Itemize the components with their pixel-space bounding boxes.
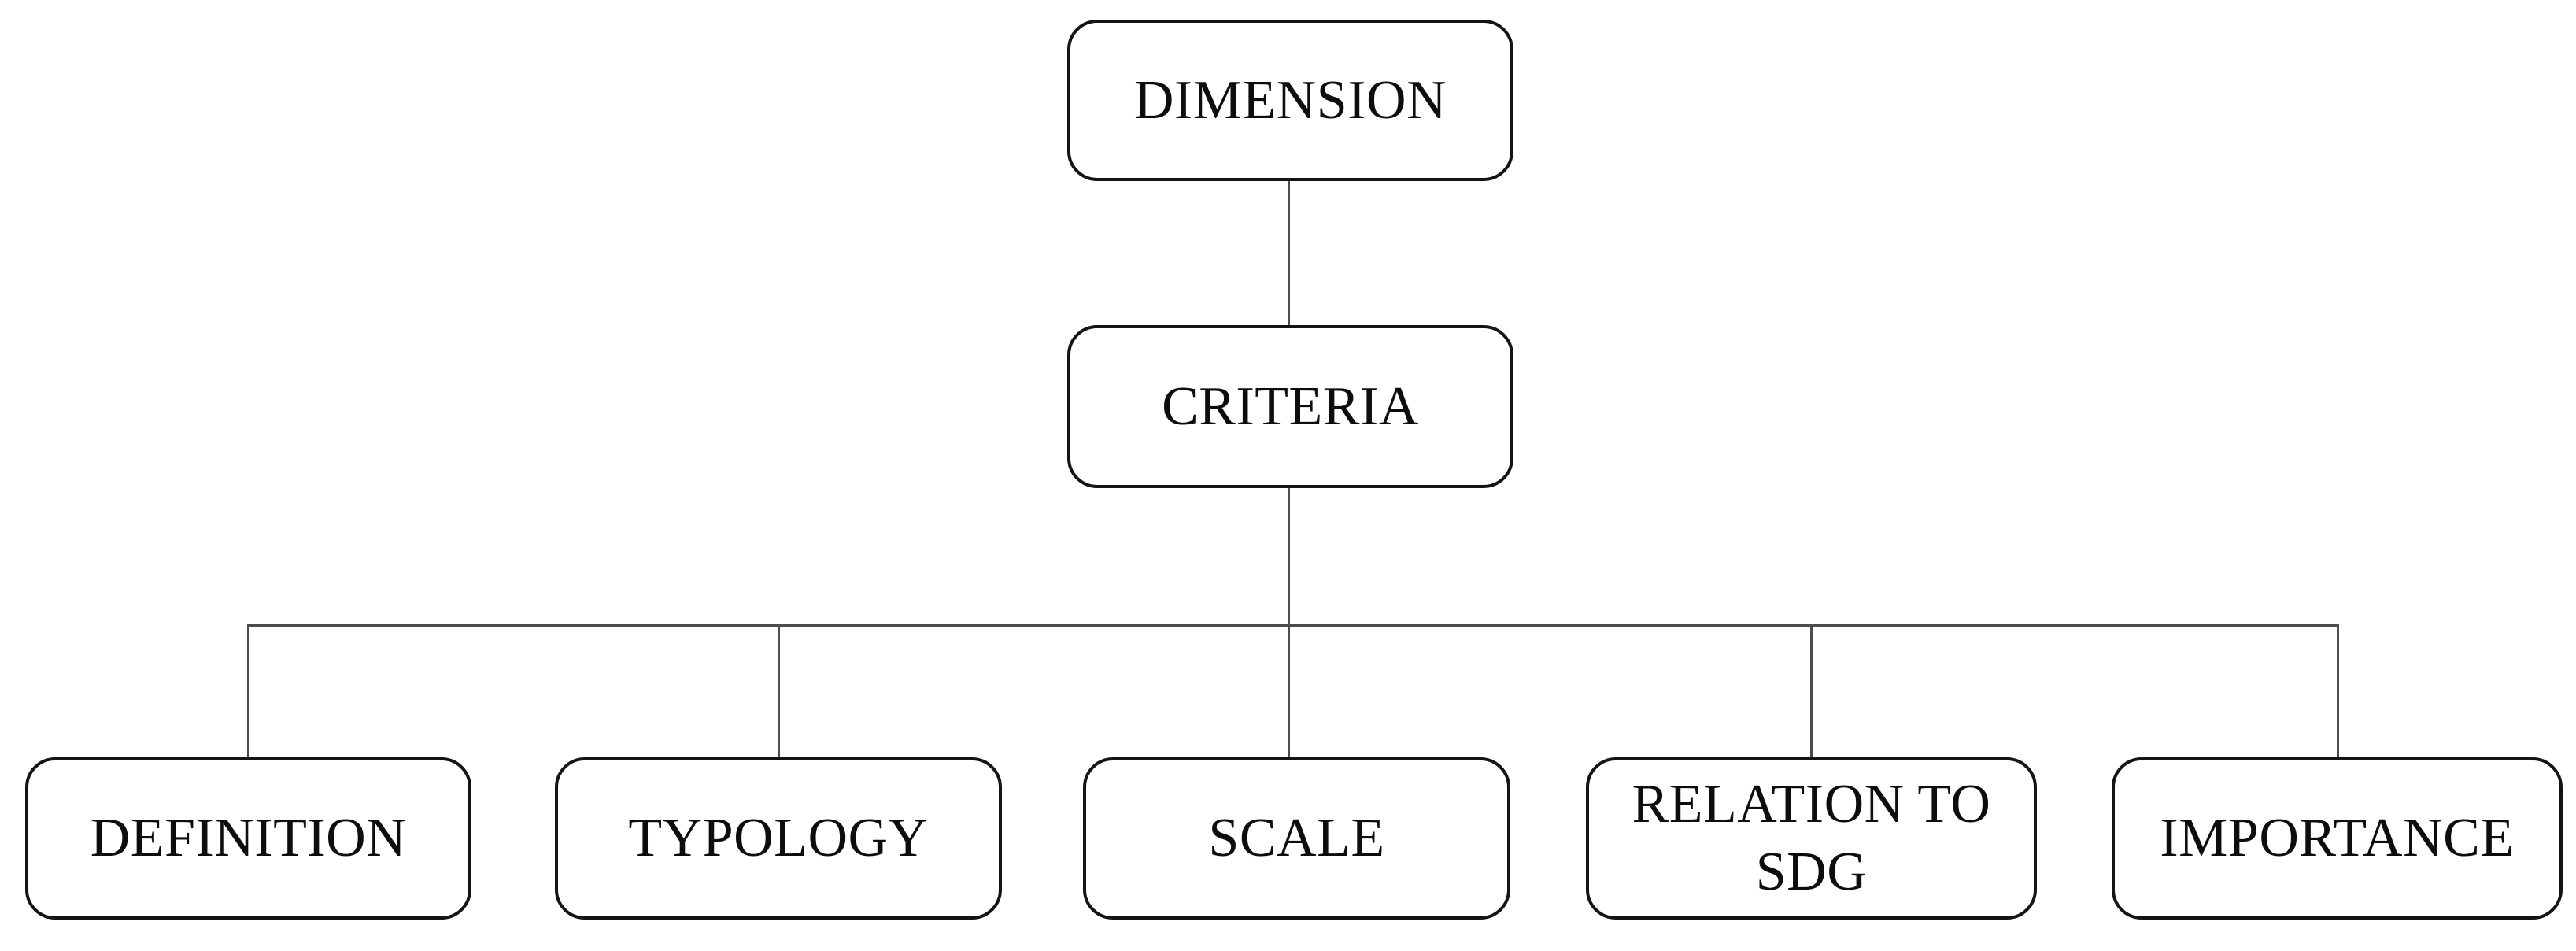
node-importance: IMPORTANCE (2112, 757, 2563, 920)
connector-drop-importance (2337, 624, 2339, 760)
connector-drop-relation-to-sdg (1810, 624, 1813, 760)
node-relation-to-sdg-label: RELATION TO SDG (1632, 774, 1991, 902)
connector-drop-definition (247, 624, 249, 760)
node-dimension: DIMENSION (1067, 20, 1513, 181)
connector-drop-typology (778, 624, 780, 760)
node-scale-label: SCALE (1208, 808, 1385, 868)
connector-dimension-criteria (1288, 179, 1290, 327)
node-definition: DEFINITION (25, 757, 471, 920)
node-importance-label: IMPORTANCE (2160, 808, 2515, 868)
node-dimension-label: DIMENSION (1133, 69, 1447, 131)
node-criteria-label: CRITERIA (1162, 376, 1419, 437)
node-criteria: CRITERIA (1067, 325, 1513, 488)
connector-branch-rail (247, 624, 2339, 627)
node-definition-label: DEFINITION (90, 808, 407, 868)
node-relation-to-sdg: RELATION TO SDG (1586, 757, 2037, 920)
connector-criteria-branch (1288, 487, 1290, 627)
node-typology: TYPOLOGY (555, 757, 1002, 920)
node-typology-label: TYPOLOGY (628, 808, 929, 868)
connector-drop-scale (1288, 624, 1290, 760)
node-scale: SCALE (1083, 757, 1510, 920)
